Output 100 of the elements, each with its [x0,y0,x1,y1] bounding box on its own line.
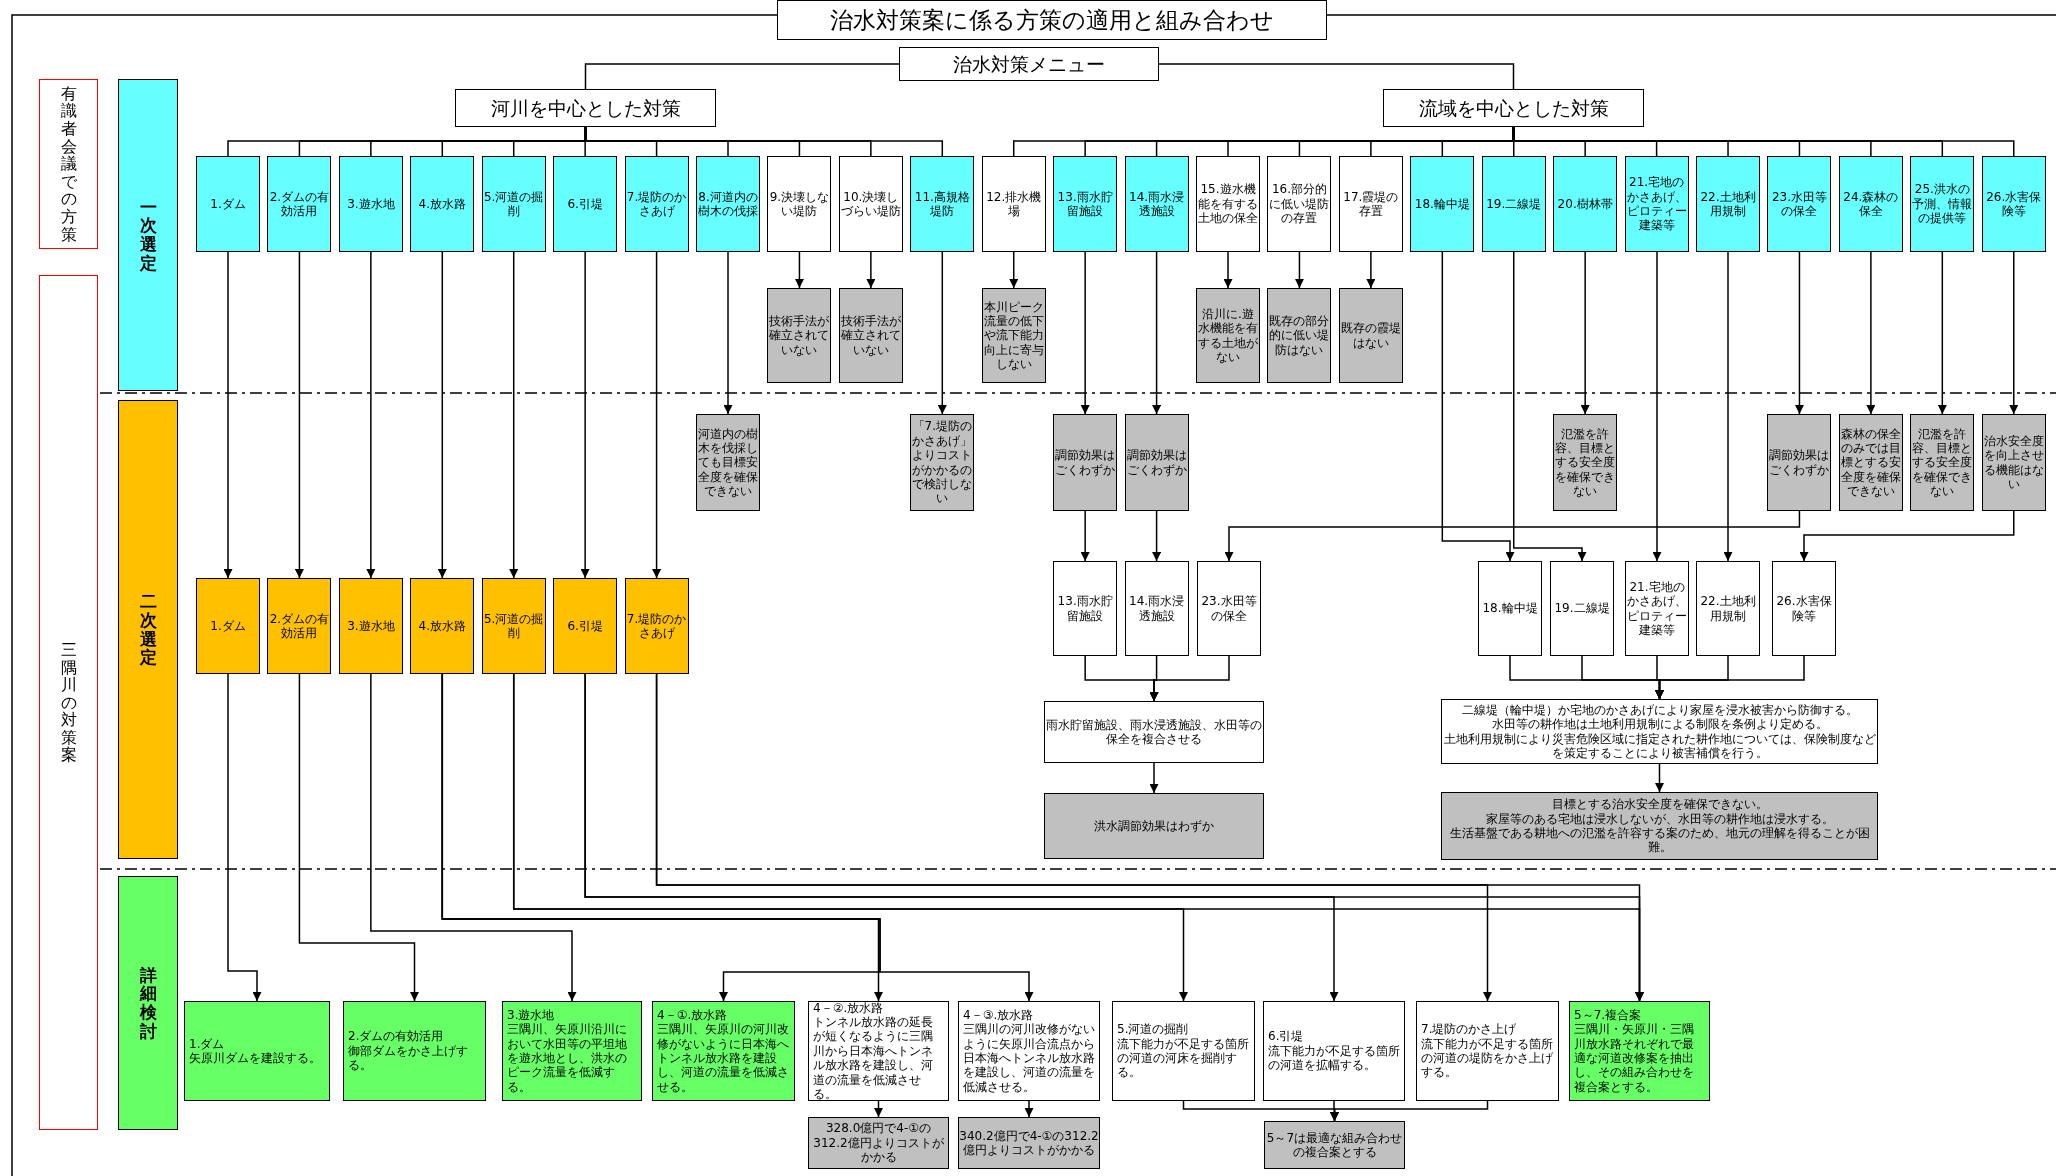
option-box [481,156,546,252]
box-text: 1.ダム [210,196,246,212]
box-text: 「7.堤防のかさあげ」よりコストがかかるので検討しない [911,419,974,506]
diagram-title: 治水対策案に係る方策の適用と組み合わせ [777,0,1327,40]
option-box [1053,156,1118,252]
category-box [1383,89,1644,127]
arrow [1149,762,1159,794]
box-text: 21.宅地のかさあげ、ピロティー建築等 [1626,579,1688,638]
arrow [370,673,577,1002]
stage-bar [118,79,178,391]
rejection-box [1838,414,1903,511]
box-text: 本川ピーク流量の低下や流下能力向上に寄与しない [982,299,1045,372]
box-text: 26.水害保険等 [1775,594,1833,623]
plan-box [184,1001,330,1101]
box-text: 土地利用規制により災害危険区域に指定された耕作地については、保険制度などを策定することにより被害補償を行う。 [1442,731,1877,761]
box-text: 17.霞堤の存置 [1342,189,1400,219]
option-box [1624,156,1689,252]
plan-box [1263,1001,1405,1101]
arrow [1794,251,1804,415]
arrow [866,251,876,289]
option-box [981,156,1046,252]
plan-box [1416,1001,1559,1101]
box-text: 4－①.放水路 [657,1007,728,1023]
box-text: 23.水田等の保全 [1770,189,1828,219]
rejection-box [1124,414,1189,511]
arrow [1652,251,1662,562]
box-text: 三隅川の河川改修がないように矢原川合流点から日本海へトンネル放水路を建設し、河道の流量を低減させる。 [963,1022,1095,1095]
option-box [767,156,832,252]
arrow [1223,251,1233,289]
option-box [1196,156,1260,252]
option-box [1696,561,1760,656]
box-text: 氾濫を許容、目標とする安全度を確保できない [1911,426,1974,499]
box-text: 10.決壊しづらい堤防 [839,189,902,219]
plan-box [652,1001,795,1101]
side-label-box [39,275,98,1130]
box-text: 生活基盤である耕地への氾濫を許容する案のため、地元の理解を得ることが困難。 [1448,826,1871,855]
rejection-box [958,1117,1100,1169]
arrow [1580,251,1590,415]
arrow [509,251,519,579]
plan-box [1112,1001,1255,1101]
arrow [441,673,1034,1002]
box-text: 8.河道内の樹木の伐採 [697,189,759,219]
arrow [1224,510,1801,562]
arrow [294,251,304,579]
arrow [1937,251,1947,415]
arrow [298,673,419,1002]
box-text: 4－③.放水路 [963,1007,1034,1023]
arrow [937,251,947,415]
box-text: 家屋等のある宅地は浸水しないが、水田等の耕作地は浸水する。 [1485,811,1834,826]
option-box [1910,156,1975,252]
arrow [1866,251,1876,415]
arrow [227,673,262,1002]
box-text: 24.森林の保全 [1842,189,1900,219]
box-text: 13.雨水貯留施設 [1056,189,1114,219]
box-text: 12.排水機場 [985,189,1043,219]
rejection-box [1981,414,2046,511]
box-text: 河道内の樹木を伐採しても目標安全度を確保できない [697,426,759,499]
option-box [1197,561,1261,656]
arrow [2009,251,2019,415]
arrow [1152,510,1162,562]
box-text: 15.遊水機能を有する土地の保全 [1197,182,1259,226]
box-text: 19.二線堤 [1554,601,1610,616]
box-text: 23.水田等の保全 [1200,594,1258,623]
vertical-label: 二次選定 [139,592,157,667]
option-box [410,156,475,252]
option-box [1124,156,1189,252]
rejection-box [1910,414,1975,511]
box-text: 流下能力が不足する箇所の河道の堤防をかさ上げする。 [1421,1036,1554,1080]
rejection-box [696,414,760,511]
rejection-box [1264,1121,1405,1169]
box-text: 1.ダム [189,1036,225,1051]
box-text: 流下能力が不足する箇所の河道の河床を掘削する。 [1117,1036,1250,1080]
box-text: 20.樹林帯 [1557,196,1613,212]
result-box [1044,701,1264,763]
box-text: 1.ダム [210,618,246,634]
box-text: 3.遊水地 [347,196,395,212]
rejection-box [1267,288,1332,383]
box-text: 13.雨水貯留施設 [1056,594,1114,623]
box-text: 流下能力が不足する箇所の河道を拡幅する。 [1268,1043,1400,1073]
box-text: 調節効果はごくわずか [1054,448,1117,477]
option-box [1767,156,1832,252]
arrow [1080,510,1090,562]
option-box [1772,561,1836,656]
arrow [1655,655,1805,700]
arrow [874,1100,883,1118]
box-text: 既存の霞堤はない [1339,321,1402,350]
box-text: 4－②.放水路 [813,1002,884,1016]
vertical-label: 詳細検討 [139,965,157,1041]
arrow [1441,251,1515,562]
box-text: 河川を中心とした対策 [490,96,681,120]
box-text: 技術手法が確立されていない [839,313,902,358]
arrow [580,251,590,579]
arrow [1723,251,1733,562]
option-box [267,578,332,674]
box-text: 三隅川、矢原川の河川改修がないように日本海へトンネル放水路を建設し、河道の流量を低減させる。 [657,1022,790,1095]
option-box [1478,561,1542,656]
box-text: 雨水貯留施設、雨水浸透施設、水田等の保全を複合させる [1045,717,1263,747]
arrow [366,251,376,579]
box-text: 6.引堤 [567,618,603,634]
option-box [1550,561,1614,656]
